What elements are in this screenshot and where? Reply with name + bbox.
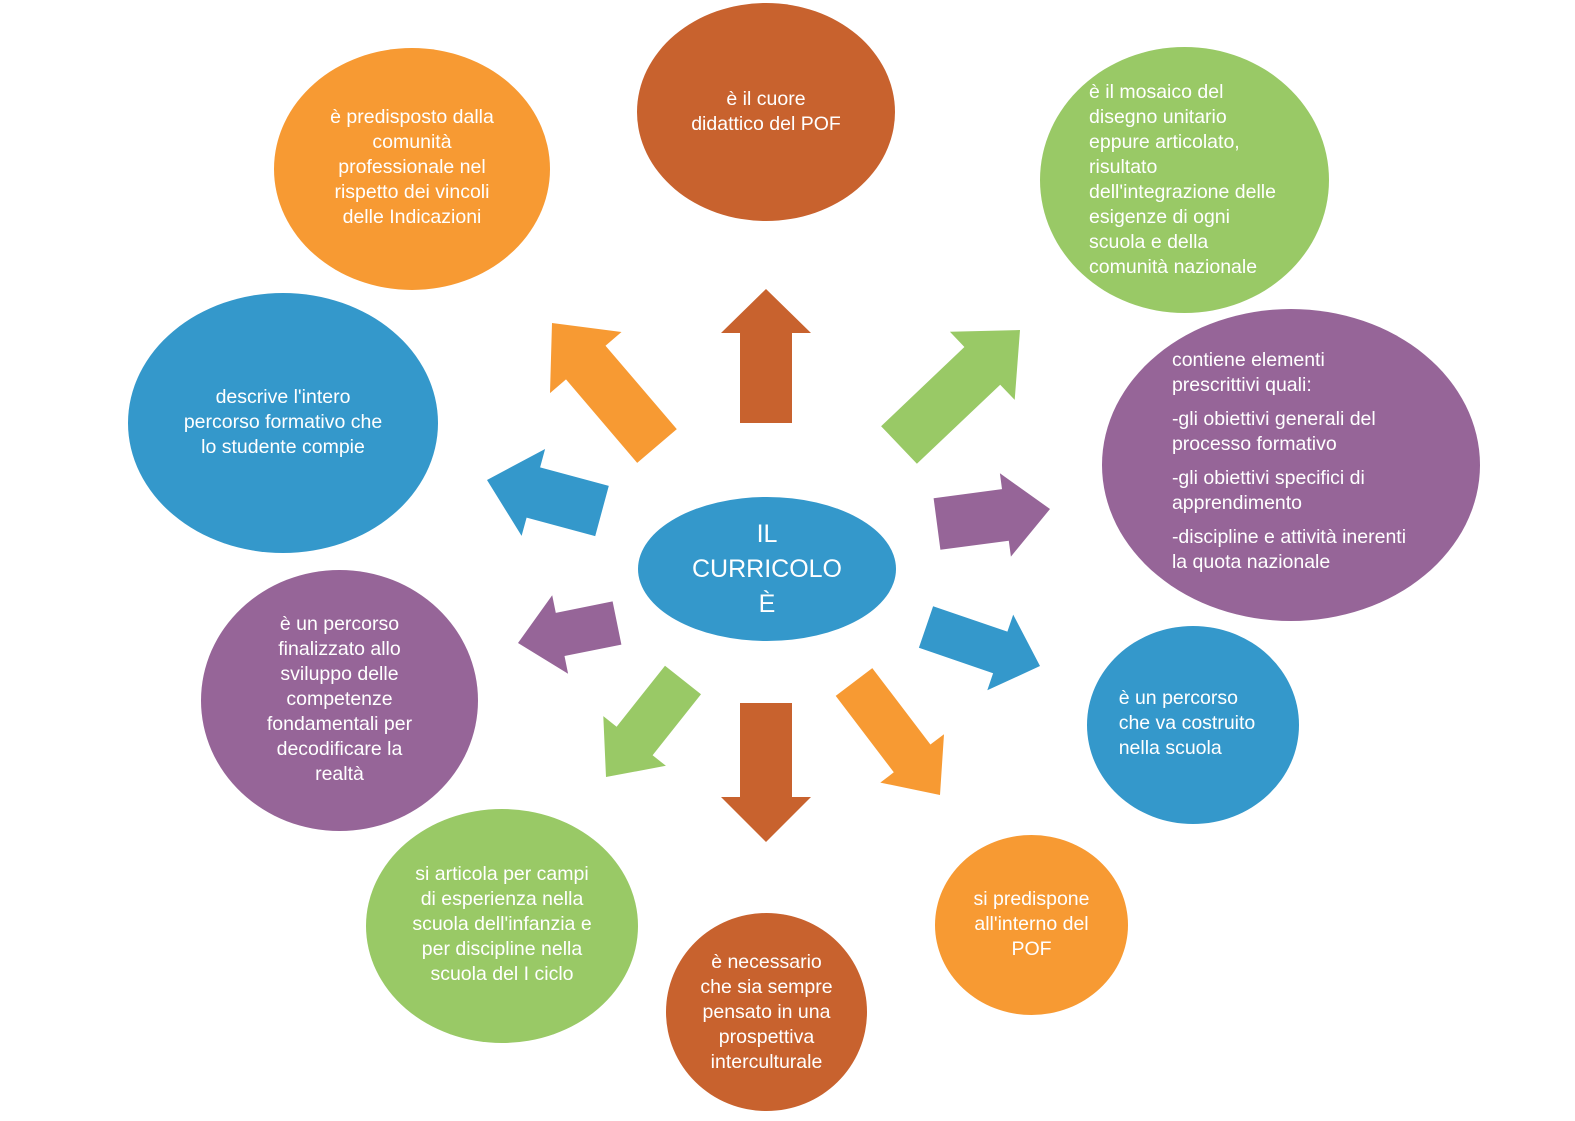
node-elementi-prescrittivi-text: contiene elementi prescrittivi quali: -g…	[1172, 348, 1406, 575]
node-descrive-percorso-text: descrive l'intero percorso formativo che…	[183, 385, 383, 458]
node-cuore-didattico: è il cuore didattico del POF	[637, 3, 895, 221]
arrow-left	[487, 449, 609, 537]
node-interno-pof: si predispone all'interno del POF	[935, 835, 1128, 1015]
arrow-down	[721, 703, 811, 842]
node-predisposto: è predisposto dalla comunità professiona…	[274, 48, 550, 290]
node-sviluppo-competenze: è un percorso finalizzato allo sviluppo …	[201, 570, 478, 831]
arrow-down-right	[835, 668, 944, 795]
arrow-lower-left	[518, 595, 622, 674]
arrow-up-right	[881, 330, 1020, 464]
prescrittivi-item-3: -discipline e attività inerenti la quota…	[1171, 525, 1407, 573]
arrow-lower-right	[918, 606, 1040, 691]
node-prospettiva-interculturale: è necessario che sia sempre pensato in u…	[666, 913, 867, 1111]
prescrittivi-item-1: -gli obiettivi generali del processo for…	[1171, 407, 1376, 455]
arrow-up	[721, 289, 811, 423]
node-percorso-costruito: è un percorso che va costruito nella scu…	[1087, 626, 1299, 824]
prescrittivi-intro: contiene elementi prescrittivi quali:	[1171, 348, 1325, 396]
node-descrive-percorso: descrive l'intero percorso formativo che…	[128, 293, 438, 553]
node-predisposto-text: è predisposto dalla comunità professiona…	[330, 105, 494, 228]
node-mosaico-text: è il mosaico del disegno unitario eppure…	[1089, 80, 1276, 278]
arrow-right	[933, 473, 1050, 557]
node-sviluppo-competenze-text: è un percorso finalizzato allo sviluppo …	[266, 612, 413, 785]
arrow-down-left	[603, 665, 701, 777]
prescrittivi-item-2: -gli obiettivi specifici di apprendiment…	[1171, 466, 1365, 514]
node-mosaico: è il mosaico del disegno unitario eppure…	[1040, 47, 1329, 313]
node-campi-esperienza: si articola per campi di esperienza nell…	[366, 809, 638, 1043]
node-cuore-didattico-text: è il cuore didattico del POF	[691, 88, 841, 135]
arrow-up-left	[550, 323, 677, 463]
node-prospettiva-interculturale-text: è necessario che sia sempre pensato in u…	[700, 950, 833, 1073]
node-percorso-costruito-text: è un percorso che va costruito nella scu…	[1118, 686, 1256, 759]
node-campi-esperienza-text: si articola per campi di esperienza nell…	[412, 862, 592, 985]
center-node-label: IL CURRICOLO È	[691, 519, 842, 618]
center-node-il-curricolo: IL CURRICOLO È	[638, 497, 896, 641]
node-interno-pof-text: si predispone all'interno del POF	[973, 887, 1090, 960]
node-elementi-prescrittivi: contiene elementi prescrittivi quali: -g…	[1102, 309, 1480, 621]
